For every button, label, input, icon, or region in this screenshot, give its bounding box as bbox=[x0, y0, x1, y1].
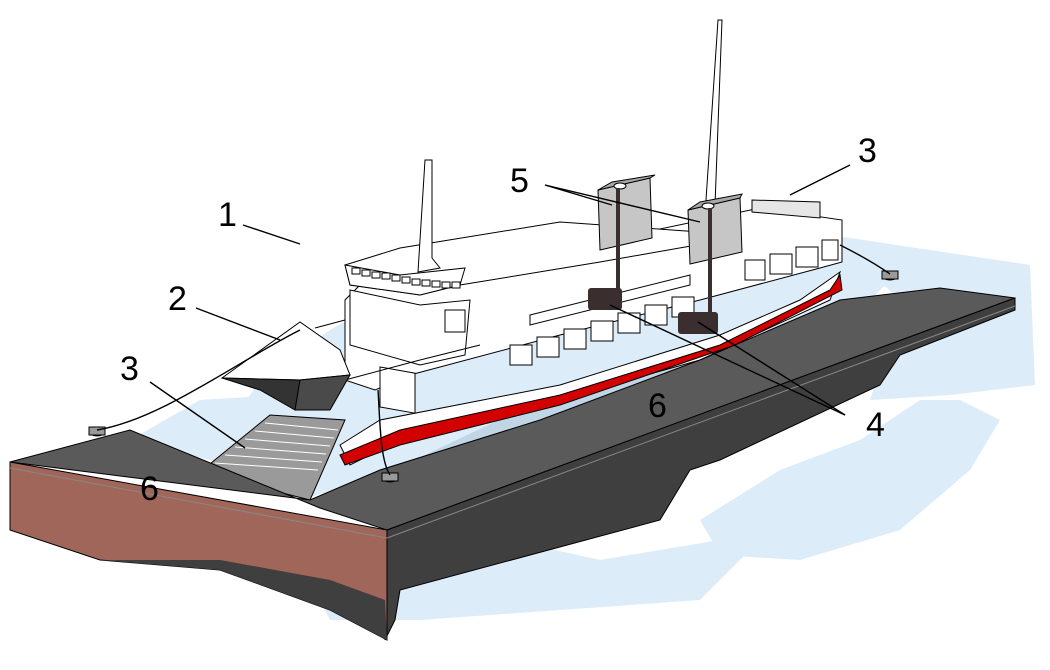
bollard-right bbox=[881, 270, 899, 281]
label-ship: 1 bbox=[218, 196, 237, 234]
funnel-front bbox=[597, 177, 653, 251]
label-funnels: 5 bbox=[510, 162, 529, 200]
leader-4b bbox=[697, 321, 846, 416]
leader-3-right bbox=[789, 164, 851, 196]
label-dock-right: 6 bbox=[648, 387, 667, 425]
label-loading-ramp-left: 3 bbox=[120, 350, 139, 388]
label-ramp-cover: 2 bbox=[168, 280, 187, 318]
ferry-ship bbox=[314, 19, 843, 466]
bridge-windows bbox=[351, 267, 461, 289]
leader-2 bbox=[195, 307, 281, 341]
stern-ramp bbox=[751, 199, 821, 219]
leader-3-left bbox=[149, 381, 246, 449]
label-loading-ramp-right: 3 bbox=[858, 132, 877, 170]
bow-visor bbox=[220, 321, 351, 411]
leader-4a bbox=[609, 304, 846, 416]
front-mast bbox=[417, 159, 441, 273]
fender-front bbox=[588, 288, 622, 310]
leader-1 bbox=[242, 224, 301, 245]
label-dock-left: 6 bbox=[140, 470, 159, 508]
rear-mast bbox=[705, 19, 723, 206]
dock bbox=[9, 244, 1016, 641]
label-fenders: 4 bbox=[866, 406, 885, 444]
callout-leaders bbox=[149, 164, 851, 449]
leader-5b bbox=[544, 184, 701, 223]
bollard-middle bbox=[381, 472, 399, 483]
